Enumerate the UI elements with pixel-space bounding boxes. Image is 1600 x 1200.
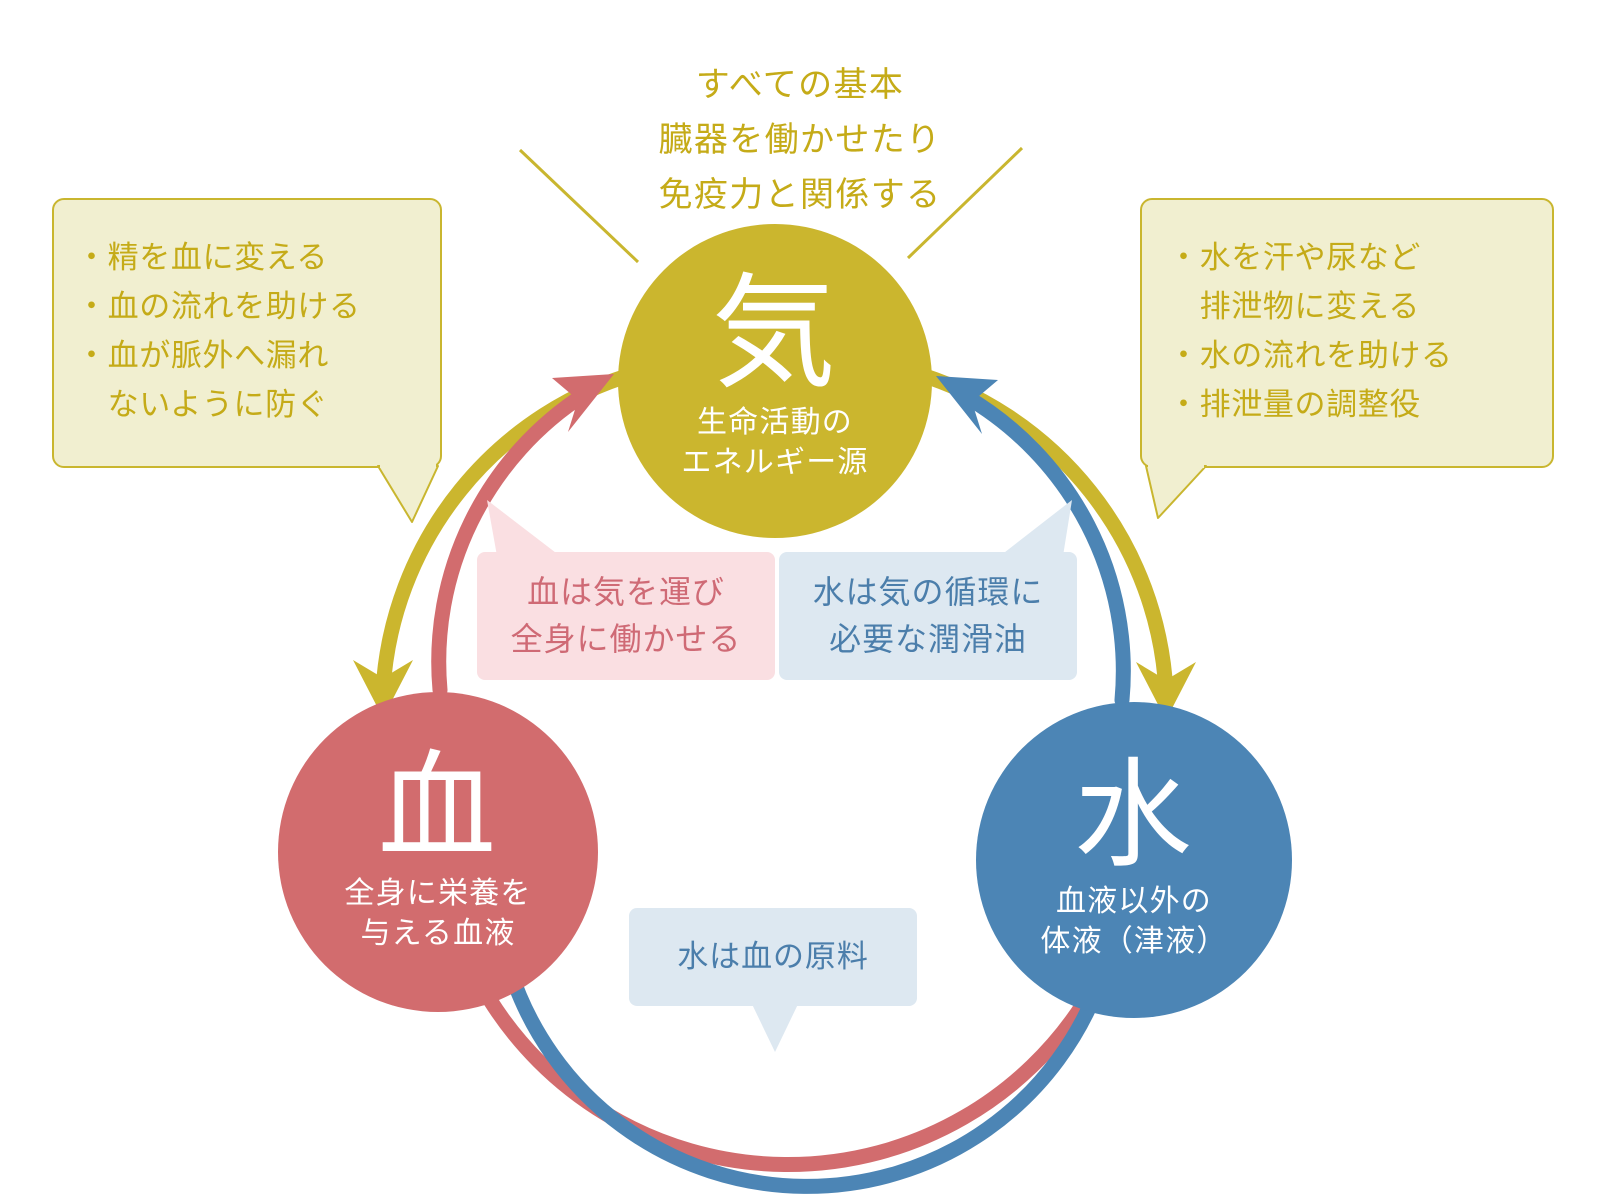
relation-label-blood-to-ki: 血は気を運び 全身に働かせる bbox=[477, 552, 775, 680]
node-water-caption: 血液以外の 体液（津液） bbox=[1040, 885, 1228, 958]
note-callout-left-tail bbox=[377, 465, 439, 523]
node-ki-caption: 生命活動の エネルギー源 bbox=[681, 406, 869, 479]
relation-label-water-to-ki: 水は気の循環に 必要な潤滑油 bbox=[779, 552, 1077, 680]
rel-water-ki-tail bbox=[1000, 500, 1072, 556]
note-callout-right: ・水を汗や尿など 排泄物に変える ・水の流れを助ける ・排泄量の調整役 bbox=[1140, 198, 1554, 468]
rel-blood-ki-tail bbox=[487, 500, 560, 556]
arrowhead-blood-to-ki bbox=[552, 374, 614, 432]
heading-text: すべての基本 臓器を働かせたり 免疫力と関係する bbox=[658, 67, 942, 215]
node-blood[interactable]: 血 全身に栄養を 与える血液 bbox=[278, 692, 598, 1012]
node-water[interactable]: 水 血液以外の 体液（津液） bbox=[976, 702, 1292, 1018]
rel-water-blood-tail bbox=[750, 1000, 800, 1052]
node-blood-caption: 全身に栄養を 与える血液 bbox=[344, 877, 532, 950]
node-ki-glyph: 気 bbox=[711, 266, 839, 404]
node-blood-glyph: 血 bbox=[377, 743, 499, 875]
relation-label-water-to-blood: 水は血の原料 bbox=[629, 908, 917, 1006]
arc-blood-to-water bbox=[482, 992, 1090, 1173]
note-callout-left: ・精を血に変える ・血の流れを助ける ・血が脈外へ漏れ ないように防ぐ bbox=[52, 198, 442, 468]
note-callout-right-tail bbox=[1145, 465, 1207, 519]
node-water-glyph: 水 bbox=[1073, 751, 1195, 883]
arrowhead-water-to-ki bbox=[936, 376, 998, 434]
node-ki[interactable]: 気 生命活動の エネルギー源 bbox=[618, 224, 932, 538]
